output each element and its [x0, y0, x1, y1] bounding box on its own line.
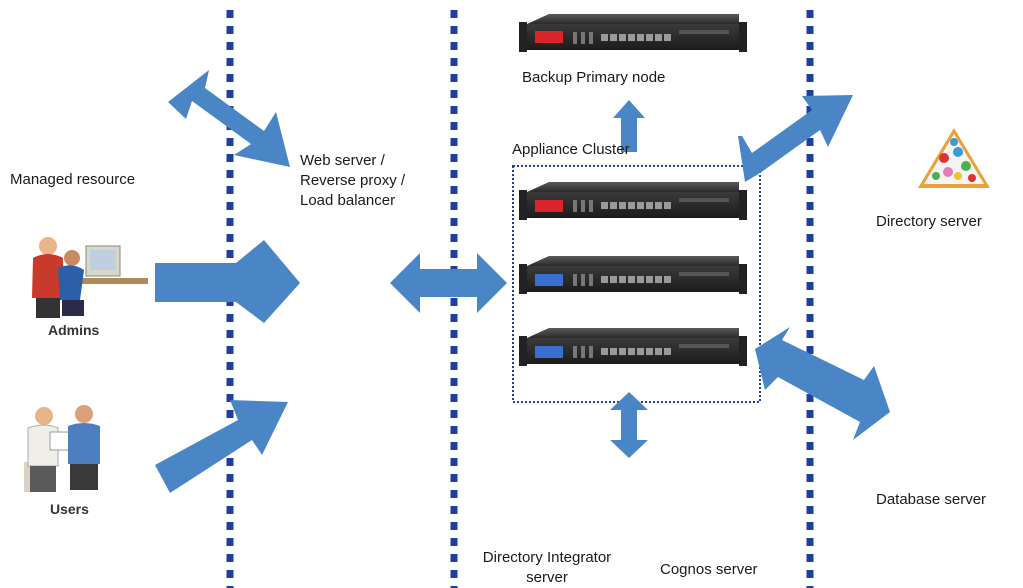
- backup-primary-appliance-icon: [519, 14, 747, 52]
- directory-server-label: Directory server: [876, 213, 982, 230]
- database-server-label: Database server: [876, 491, 987, 508]
- cluster-appliance-1-icon: [519, 182, 747, 220]
- arrow-web-cluster: [390, 253, 507, 313]
- directory-integrator-server-label: Directory Integrator server: [482, 549, 612, 586]
- web-server-label: Web server / Reverse proxy / Load balanc…: [300, 152, 406, 209]
- cluster-appliance-2-icon: [519, 256, 747, 294]
- admins-people-icon: [32, 237, 148, 318]
- appliance-cluster-box: [512, 165, 761, 403]
- directory-pyramid-icon: [918, 128, 990, 188]
- arrow-database: [755, 327, 890, 440]
- network-zone-dividers: [226, 10, 814, 588]
- arrow-directory: [738, 95, 853, 182]
- managed-resource-label: Managed resource: [10, 171, 136, 188]
- backup-primary-node-label: Backup Primary node: [522, 69, 666, 86]
- cluster-appliance-3-icon: [519, 328, 747, 366]
- users-people-icon: [24, 405, 100, 492]
- arrow-cluster-backup: [613, 100, 645, 152]
- arrow-users: [155, 400, 288, 493]
- admins-label: Admins: [48, 322, 100, 338]
- arrows: [155, 70, 890, 493]
- arrow-cognos: [610, 392, 648, 458]
- appliance-cluster-label: Appliance Cluster: [512, 141, 630, 158]
- arrow-admins: [155, 240, 300, 323]
- users-label: Users: [50, 501, 89, 517]
- cognos-server-label: Cognos server: [660, 561, 758, 578]
- arrow-managed-resource: [168, 70, 290, 167]
